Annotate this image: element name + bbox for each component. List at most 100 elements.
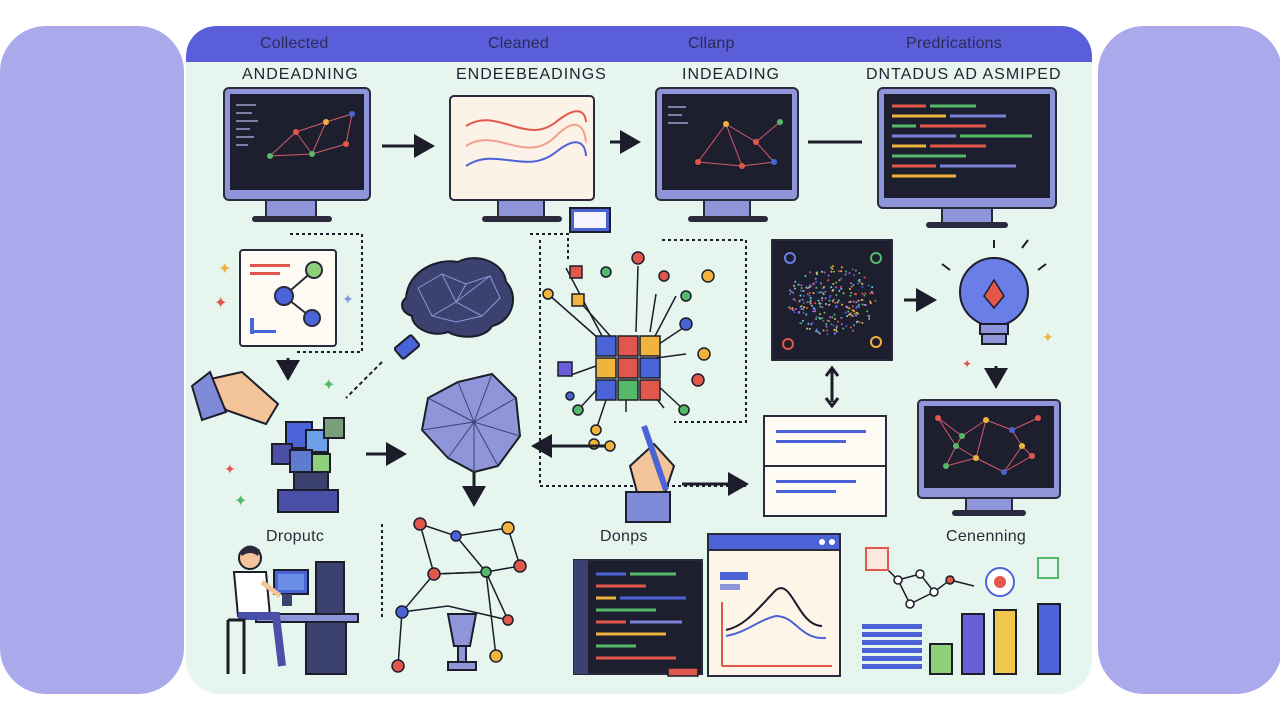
particle-dot — [855, 305, 858, 308]
particle-dot — [840, 286, 842, 288]
network-edge — [1003, 455, 1033, 473]
particle-dot — [800, 284, 803, 287]
particle-dot — [858, 305, 860, 308]
particle-dot — [809, 302, 812, 305]
network-node — [973, 455, 979, 461]
particle-dot — [821, 299, 823, 302]
particle-dot — [836, 301, 839, 304]
particle-dot — [830, 286, 833, 289]
particle-dot — [826, 319, 829, 322]
particle-dot — [822, 329, 825, 332]
particle-dot — [811, 304, 813, 307]
particle-dot — [838, 289, 841, 292]
node-card-icon — [239, 233, 363, 353]
svg-text:✦: ✦ — [962, 357, 972, 371]
stripe-bar — [862, 648, 922, 653]
stripe-bar — [862, 656, 922, 661]
particle-dot — [802, 295, 805, 297]
particle-panel-icon — [771, 239, 937, 409]
svg-text:✦: ✦ — [214, 295, 227, 312]
particle-dot — [854, 292, 856, 295]
particle-dot — [816, 330, 819, 333]
particle-dot — [808, 291, 811, 294]
particle-dot — [871, 286, 874, 289]
particle-dot — [814, 277, 817, 280]
particle-dot — [856, 320, 858, 323]
particle-dot — [842, 327, 845, 330]
particle-dot — [840, 316, 843, 319]
particle-dot — [802, 289, 805, 292]
particle-dot — [854, 313, 857, 316]
particle-dot — [857, 282, 860, 285]
particle-dot — [825, 325, 828, 328]
particle-dot — [819, 302, 821, 305]
particle-dot — [824, 303, 827, 305]
particle-dot — [852, 284, 855, 287]
particle-dot — [857, 299, 860, 302]
pipeline-board: Collected Cleaned Cllanp Predrications A… — [186, 26, 1092, 694]
particle-dot — [823, 286, 825, 288]
monitor-network-icon — [655, 87, 799, 222]
network-edge — [945, 445, 957, 467]
particle-dot — [804, 274, 807, 277]
particle-dot — [811, 322, 814, 325]
particle-dot — [826, 333, 829, 336]
particle-dot — [809, 271, 812, 274]
particle-dot — [805, 307, 808, 309]
graph-cup-icon — [381, 517, 527, 673]
network-edge — [1011, 429, 1023, 447]
particle-dot — [845, 305, 848, 308]
particle-dot — [866, 310, 869, 313]
particle-dot — [857, 279, 860, 282]
network-edge — [961, 419, 987, 437]
particle-dot — [840, 270, 843, 273]
particle-dot — [792, 291, 794, 294]
network-edge — [937, 417, 957, 447]
particle-dot — [818, 332, 821, 335]
particle-dot — [807, 322, 810, 325]
network-edge — [945, 457, 977, 467]
particle-dot — [824, 290, 827, 293]
particle-dot — [815, 281, 818, 283]
particle-dot — [834, 318, 836, 320]
particle-dot — [812, 282, 815, 285]
particle-dot — [821, 317, 824, 320]
particle-dot — [797, 311, 800, 314]
particle-dot — [831, 316, 834, 319]
particle-dot — [797, 283, 800, 286]
particle-dot — [835, 286, 838, 289]
particle-dot — [826, 329, 829, 332]
particle-dot — [819, 313, 822, 315]
particle-dot — [802, 302, 805, 305]
particle-dot — [855, 307, 858, 310]
network-edge — [975, 419, 987, 459]
particle-dot — [801, 319, 804, 322]
network-edge — [1003, 445, 1023, 473]
particle-dot — [833, 333, 836, 336]
particle-dot — [793, 311, 796, 314]
network-edge — [975, 457, 1005, 473]
person-at-desk-icon — [226, 545, 359, 675]
chart-window-icon — [707, 533, 841, 677]
monitor-wave-chart-icon — [449, 95, 595, 222]
particle-dot — [871, 292, 874, 295]
particle-dot — [851, 268, 854, 271]
particle-dot — [861, 282, 864, 285]
svg-text:✦: ✦ — [342, 291, 354, 307]
particle-dot — [789, 289, 791, 292]
particle-dot — [864, 292, 867, 295]
particle-dot — [794, 308, 797, 311]
particle-dot — [850, 314, 853, 317]
particle-dot — [840, 323, 843, 326]
particle-dot — [801, 298, 804, 301]
particle-dot — [835, 304, 838, 307]
particle-dot — [868, 317, 871, 320]
brain-mesh-icon — [345, 257, 515, 399]
network-edge — [955, 445, 977, 459]
svg-text:✦: ✦ — [218, 261, 231, 278]
particle-dot — [855, 301, 858, 304]
particle-dot — [800, 305, 803, 308]
particle-dot — [794, 299, 797, 302]
particle-dot — [837, 299, 840, 302]
stripe-bar — [862, 640, 922, 645]
